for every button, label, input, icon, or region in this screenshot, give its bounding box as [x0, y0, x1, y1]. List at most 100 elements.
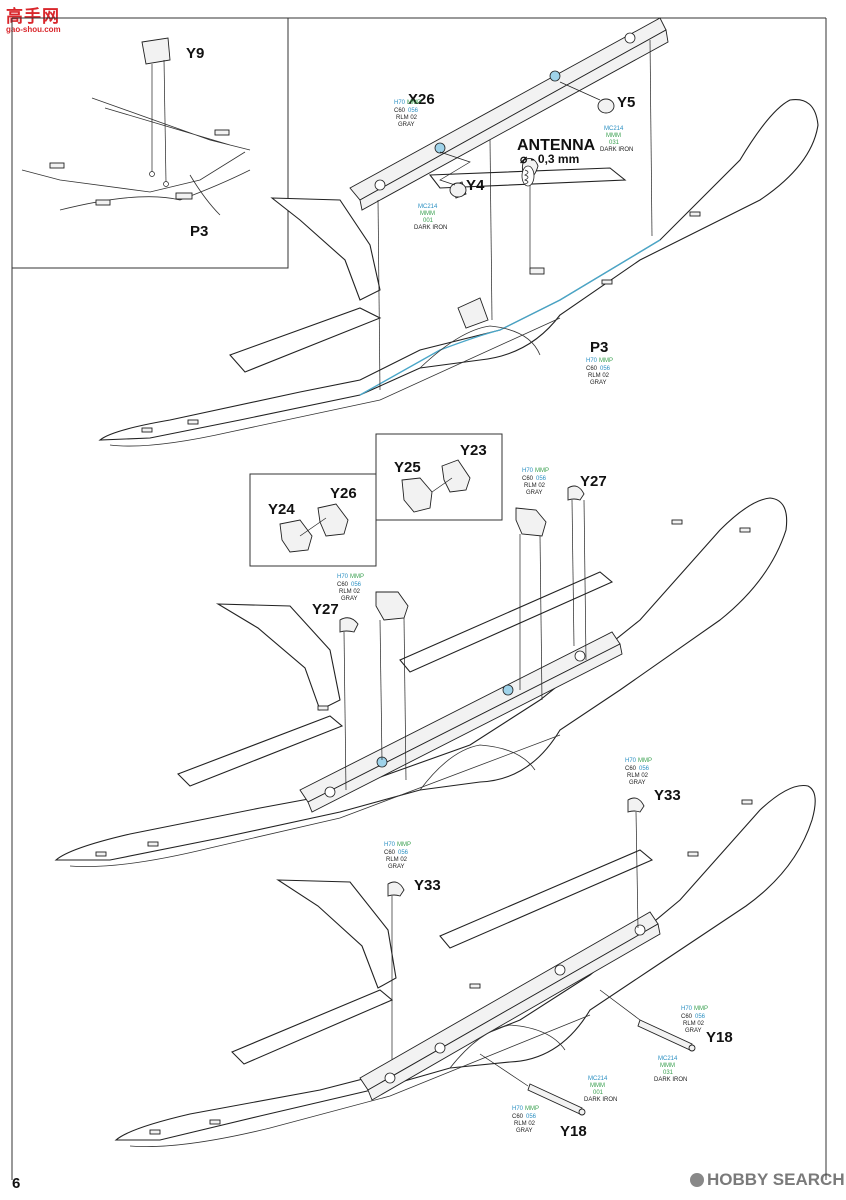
label-y27-b: Y27 — [580, 473, 607, 490]
label-y24: Y24 — [268, 501, 295, 518]
label-y18-a: Y18 — [706, 1029, 733, 1046]
svg-text:056: 056 — [526, 1114, 537, 1120]
svg-text:DARK IRON: DARK IRON — [600, 147, 633, 153]
svg-text:031: 031 — [663, 1070, 674, 1076]
svg-text:MMM: MMM — [660, 1063, 675, 1069]
watermark-cn: 高手网 — [6, 7, 60, 26]
svg-text:MMM: MMM — [606, 133, 621, 139]
svg-text:DARK IRON: DARK IRON — [654, 1077, 687, 1083]
svg-text:056: 056 — [695, 1014, 706, 1020]
antenna-icon — [521, 165, 535, 187]
inset-y23-y25: Y23 Y25 — [375, 433, 503, 521]
svg-text:RLM 02: RLM 02 — [627, 773, 649, 779]
svg-text:GRAY: GRAY — [526, 490, 543, 496]
svg-text:H70: H70 — [384, 842, 396, 848]
svg-text:RLM 02: RLM 02 — [386, 857, 408, 863]
svg-text:H70: H70 — [337, 574, 349, 580]
label-y9: Y9 — [186, 45, 204, 62]
svg-text:H70: H70 — [522, 468, 534, 474]
label-y18-b: Y18 — [560, 1123, 587, 1140]
svg-text:MMP: MMP — [350, 574, 364, 580]
svg-text:H70: H70 — [512, 1106, 524, 1112]
watermark-hobbysearch-text: HOBBY SEARCH — [707, 1170, 845, 1189]
svg-text:RLM 02: RLM 02 — [524, 483, 546, 489]
svg-text:GRAY: GRAY — [590, 380, 607, 386]
label-p3-inset: P3 — [190, 223, 208, 240]
watermark-url: gao-shou.com — [6, 25, 61, 34]
antenna-title: ANTENNA — [517, 137, 596, 154]
svg-text:031: 031 — [609, 140, 620, 146]
svg-text:RLM 02: RLM 02 — [514, 1121, 536, 1127]
svg-text:MMP: MMP — [535, 468, 549, 474]
watermark-hobbysearch: HOBBY SEARCH — [690, 1170, 845, 1190]
label-y33-b: Y33 — [654, 787, 681, 804]
svg-text:GRAY: GRAY — [341, 596, 358, 602]
svg-text:H70: H70 — [586, 358, 598, 364]
inset-y24-y26: Y24 Y26 — [249, 473, 377, 567]
wing-assembly-1: X26 Y4 Y5 P3 ANTENNA ⌀ - 0,3 mm — [98, 17, 819, 447]
label-y23: Y23 — [460, 442, 487, 459]
svg-text:RLM 02: RLM 02 — [588, 373, 610, 379]
svg-text:001: 001 — [593, 1090, 604, 1096]
svg-text:MC214: MC214 — [658, 1056, 678, 1062]
svg-text:H70: H70 — [394, 100, 406, 106]
watermark-logo: 高手网 gao-shou.com — [6, 2, 61, 34]
svg-text:056: 056 — [351, 582, 362, 588]
svg-text:MC214: MC214 — [604, 126, 624, 132]
label-y26: Y26 — [330, 485, 357, 502]
svg-text:056: 056 — [600, 366, 611, 372]
svg-text:MMM: MMM — [420, 211, 435, 217]
label-y25: Y25 — [394, 459, 421, 476]
svg-text:MMP: MMP — [397, 842, 411, 848]
svg-text:MC214: MC214 — [418, 204, 438, 210]
wing-assembly-3: Y33 Y33 Y18 Y18 — [114, 784, 816, 1148]
svg-text:C60: C60 — [681, 1014, 693, 1020]
svg-text:RLM 02: RLM 02 — [339, 589, 361, 595]
hobbysearch-icon — [690, 1173, 704, 1187]
svg-text:MC214: MC214 — [588, 1076, 608, 1082]
svg-text:C60: C60 — [625, 766, 637, 772]
svg-text:C60: C60 — [394, 108, 406, 114]
svg-text:MMP: MMP — [694, 1006, 708, 1012]
svg-text:C60: C60 — [522, 476, 534, 482]
svg-text:DARK IRON: DARK IRON — [584, 1097, 617, 1103]
svg-text:H70: H70 — [681, 1006, 693, 1012]
svg-text:MMP: MMP — [599, 358, 613, 364]
inset-p3: Y9 P3 — [12, 18, 289, 269]
svg-text:056: 056 — [536, 476, 547, 482]
svg-text:056: 056 — [639, 766, 650, 772]
svg-text:GRAY: GRAY — [629, 780, 646, 786]
wing-assembly-2: Y27 Y27 — [54, 473, 788, 868]
svg-text:GRAY: GRAY — [398, 122, 415, 128]
svg-text:MMP: MMP — [638, 758, 652, 764]
svg-text:RLM 02: RLM 02 — [683, 1021, 705, 1027]
svg-text:GRAY: GRAY — [516, 1128, 533, 1134]
label-y33-a: Y33 — [414, 877, 441, 894]
svg-text:GRAY: GRAY — [685, 1028, 702, 1034]
svg-text:C60: C60 — [586, 366, 598, 372]
label-x26: X26 — [408, 91, 435, 108]
svg-text:C60: C60 — [384, 850, 396, 856]
svg-text:056: 056 — [398, 850, 409, 856]
svg-text:056: 056 — [408, 108, 419, 114]
svg-text:MMP: MMP — [407, 100, 421, 106]
svg-text:MMP: MMP — [525, 1106, 539, 1112]
label-y4: Y4 — [466, 177, 485, 194]
svg-text:001: 001 — [423, 218, 434, 224]
svg-text:MMM: MMM — [590, 1083, 605, 1089]
svg-text:C60: C60 — [512, 1114, 524, 1120]
label-y27-a: Y27 — [312, 601, 339, 618]
antenna-size: ⌀ - 0,3 mm — [520, 152, 579, 166]
label-p3-main: P3 — [590, 339, 608, 356]
label-y5: Y5 — [617, 94, 635, 111]
